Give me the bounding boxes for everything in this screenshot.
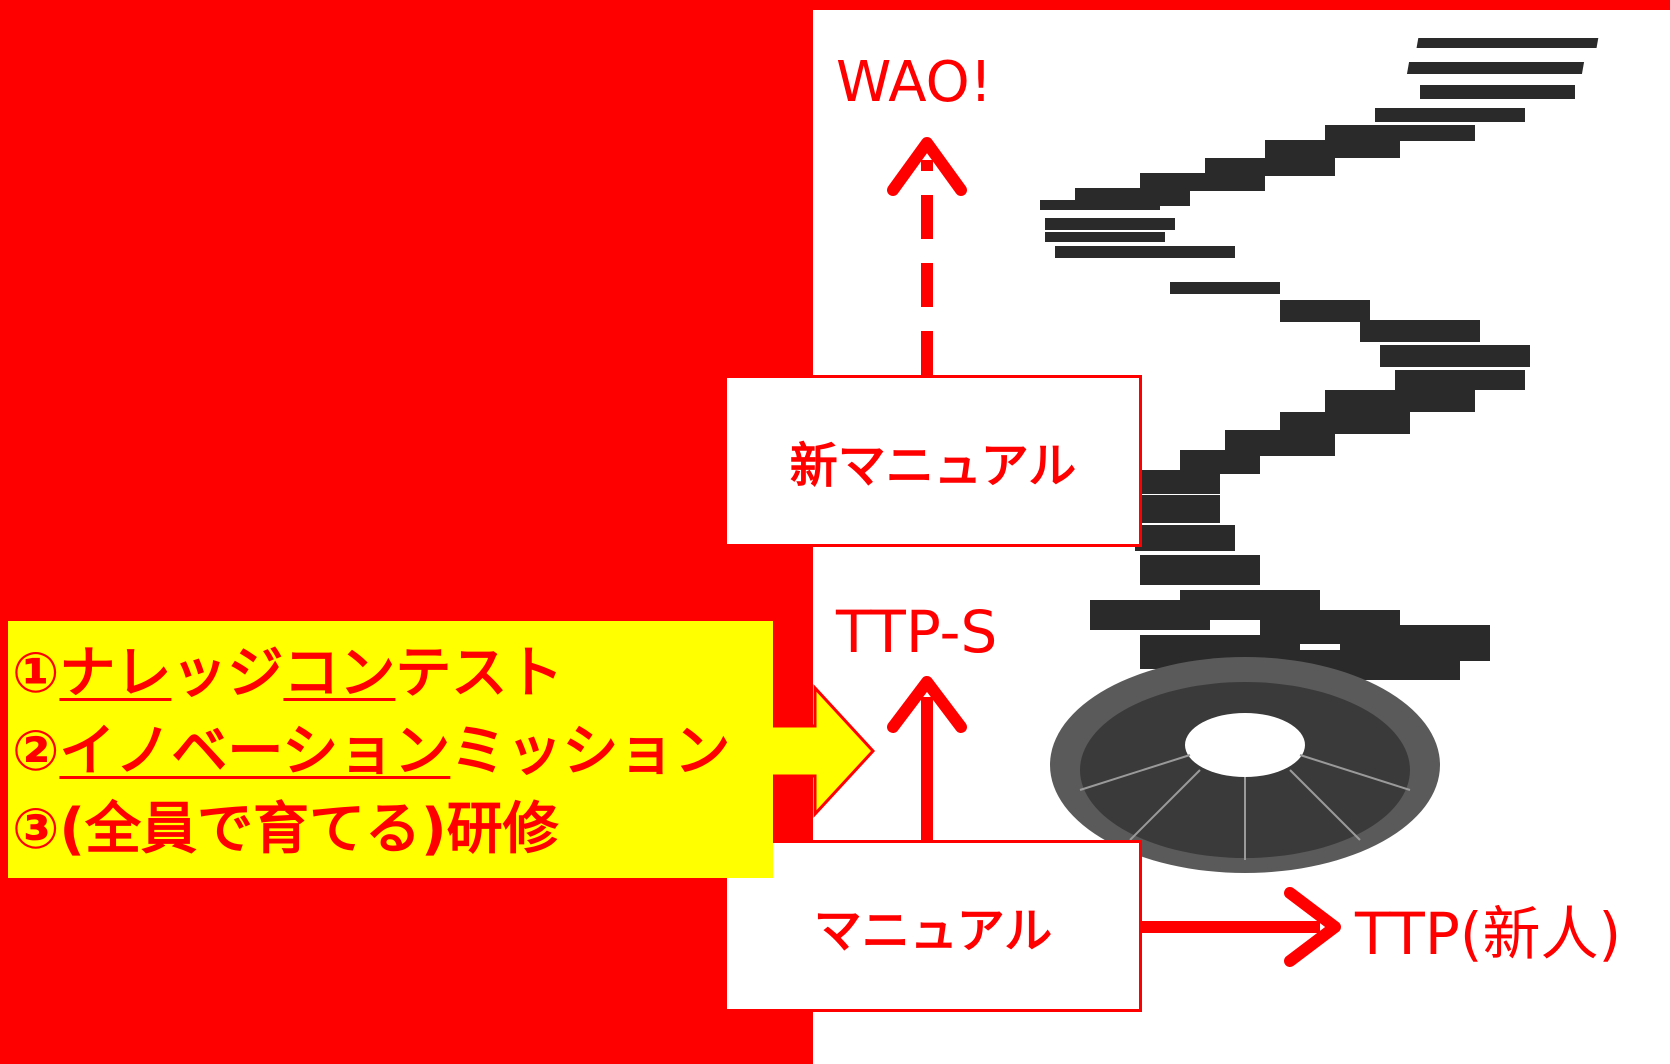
ttp-s-label: TTP-S [836, 598, 998, 666]
wao-label: WAO! [836, 50, 993, 115]
item1-mid: ッジ [171, 641, 284, 706]
item1-underlined-2: コン [283, 641, 396, 706]
new-manual-text: 新マニュアル [789, 438, 1077, 494]
list-item-3: ③(全員で育てる)研修 [12, 797, 559, 862]
item1-number: ① [12, 641, 60, 706]
list-item-2: ②イノベーションミッション [12, 713, 773, 791]
manual-text: マニュアル [813, 903, 1053, 959]
item2-number: ② [12, 719, 60, 784]
initiatives-list: ①ナレッジコンテスト ②イノベーションミッション ③(全員で育てる)研修 [8, 621, 773, 878]
new-manual-box: 新マニュアル [724, 375, 1142, 547]
item2-underlined: イノベーション [59, 719, 451, 784]
item1-underlined-1: ナレ [59, 641, 172, 706]
ttp-new-label: TTP(新人) [1355, 900, 1622, 968]
list-item-1: ①ナレッジコンテスト [12, 635, 773, 713]
item1-tail: テスト [395, 641, 564, 706]
item2-tail: ミッション [450, 719, 731, 784]
manual-box: マニュアル [724, 840, 1142, 1012]
